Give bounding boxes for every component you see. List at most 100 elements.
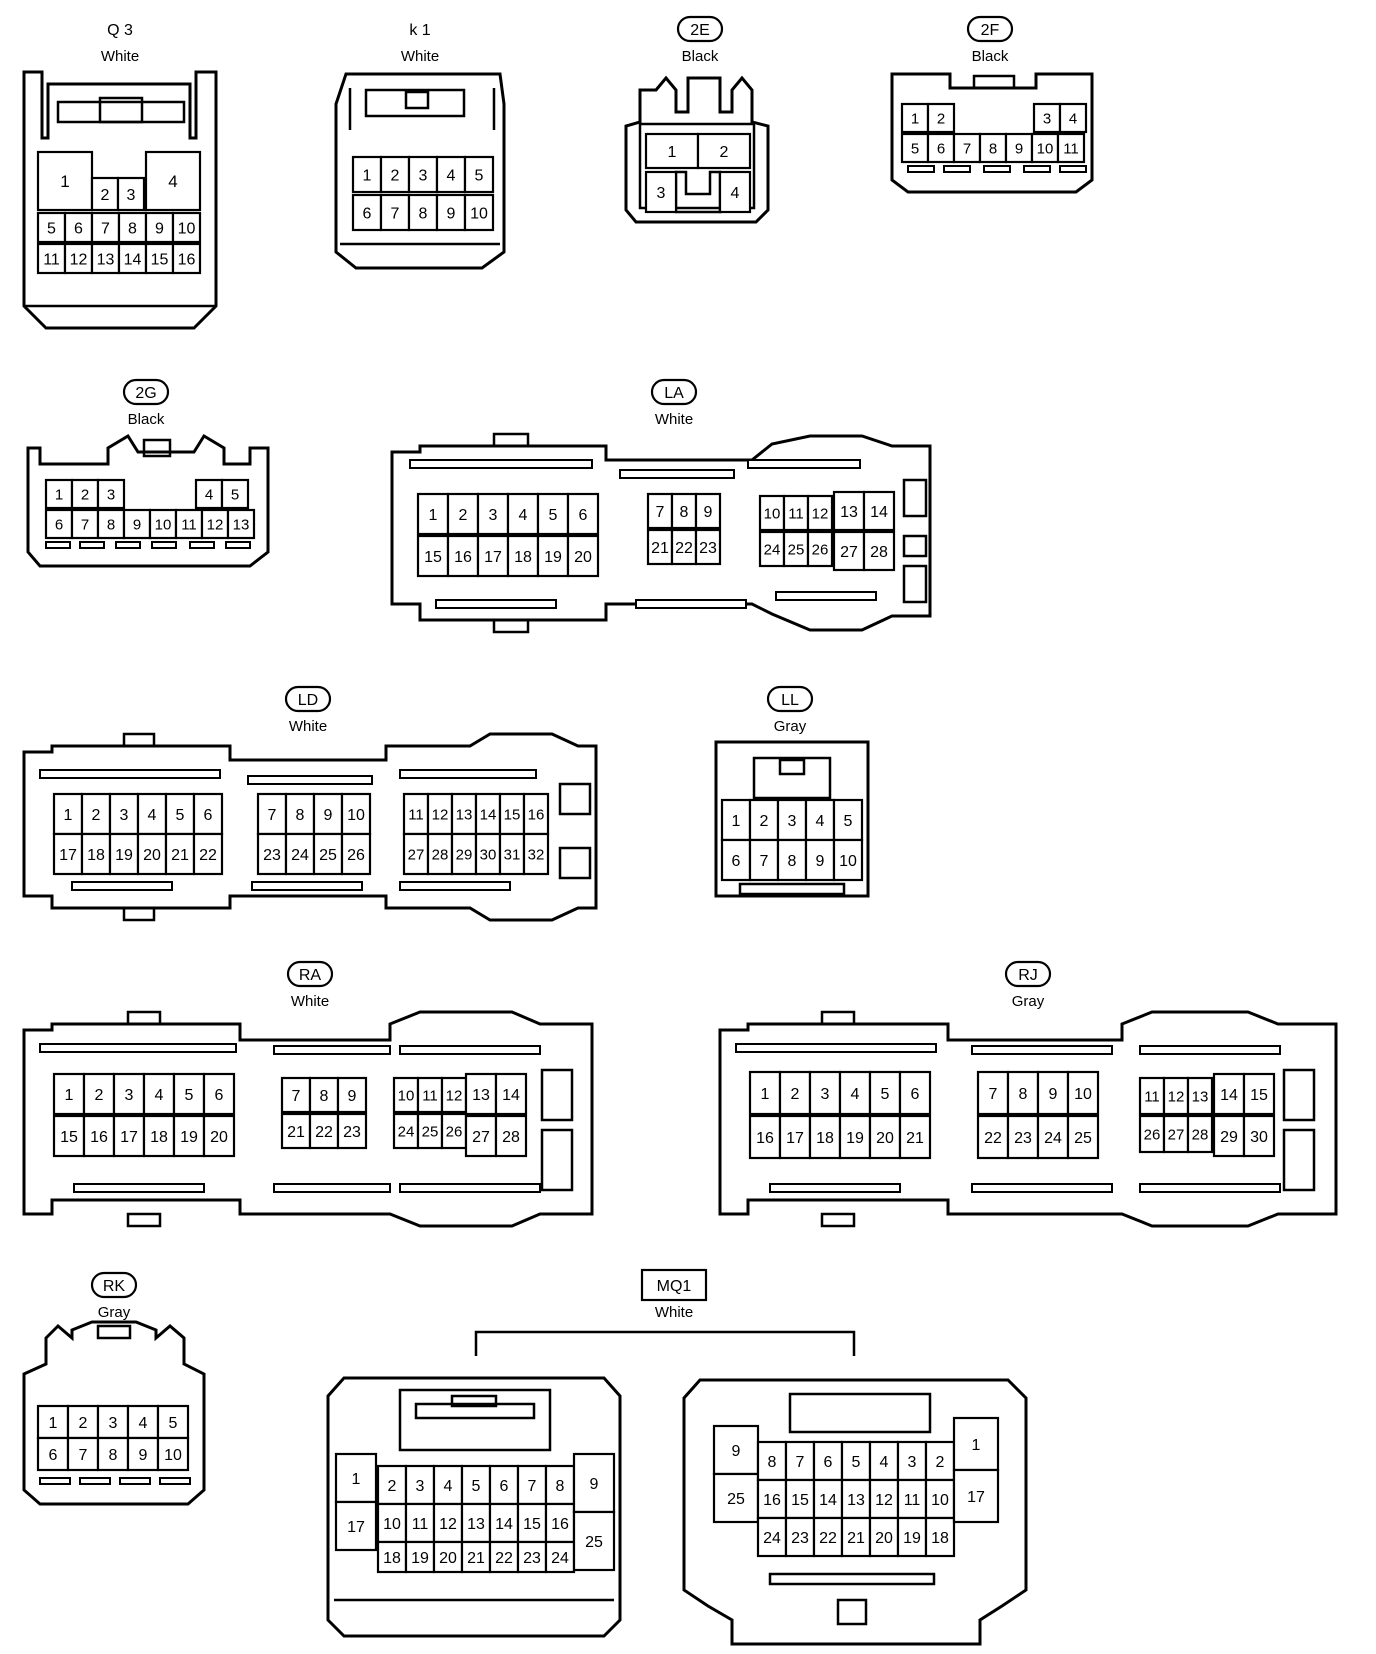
pin-number-mq1: 13 [847,1492,865,1509]
housing-part [1023,165,1051,173]
housing-part [638,122,756,210]
connector-code-ld: LD [298,692,318,709]
pin-number-ld: 7 [268,807,277,824]
pin-cell-2f-11 [1056,132,1086,164]
pin-cell-k-1-7 [379,193,411,232]
connector-color-ra: White [291,993,329,1010]
pin-number-rj: 26 [1144,1126,1161,1143]
pin-number-ra: 14 [502,1087,520,1104]
housing-part [971,1045,1113,1055]
pin-cell-ra-18 [142,1114,176,1158]
pin-number-rj: 1 [761,1086,770,1103]
housing-part [273,1183,391,1193]
pin-number-rj: 30 [1250,1129,1268,1146]
pin-number-la: 24 [764,541,781,558]
connector-code-2f: 2F [981,22,1000,39]
pin-cell-rj-17 [778,1114,812,1160]
pin-cell-q-3-4 [144,150,202,212]
housing-part [399,1183,541,1193]
pin-number-rj: 7 [989,1086,998,1103]
pin-number-ld: 12 [432,806,449,823]
pin-number-mq1: 14 [819,1492,837,1509]
pin-number-2g: 8 [107,516,115,533]
pin-number-q-3: 9 [155,220,164,237]
pin-number-ld: 29 [456,846,473,863]
pin-cell-ra-3 [112,1072,146,1116]
pin-cell-la-18 [506,534,540,578]
housing-part [907,165,935,173]
pin-number-la: 19 [544,549,562,566]
pin-number-mq1: 21 [467,1550,485,1567]
pin-number-mq1: 8 [556,1478,565,1495]
pin-number-mq1: 13 [467,1516,485,1533]
pin-cell-ld-16 [522,792,550,836]
housing-part [73,1183,205,1193]
pin-number-q-3: 2 [101,187,110,204]
pin-cell-la-2 [446,492,480,536]
pin-cell-ra-14 [494,1072,528,1116]
pin-number-2g: 3 [107,486,115,503]
pin-cell-k-1-5 [463,155,495,194]
pin-number-mq1: 1 [352,1471,361,1488]
pin-cell-rj-25 [1066,1114,1100,1160]
pin-number-ld: 15 [504,806,521,823]
housing-part [364,88,466,118]
pin-number-ld: 4 [148,807,157,824]
pin-number-ld: 20 [143,847,161,864]
housing-part [126,1010,162,1026]
housing-part [79,541,105,549]
pin-number-mq1: 15 [791,1492,809,1509]
pin-number-rk: 2 [79,1415,88,1432]
pin-number-k-1: 3 [419,167,428,184]
pin-number-rk: 7 [79,1447,88,1464]
pin-cell-ld-17 [52,832,84,876]
housing-part [119,1477,151,1485]
housing-part [778,758,806,776]
pin-number-q-3: 10 [178,220,196,237]
housing-part [142,438,172,458]
pin-number-rj: 21 [906,1130,924,1147]
pin-cell-2f-7 [952,132,982,164]
pin-number-ll: 2 [760,813,769,830]
housing-part [98,96,144,124]
pin-number-mq1: 11 [904,1492,921,1509]
pin-number-mq1: 17 [347,1519,365,1536]
pin-cell-ra-16 [82,1114,116,1158]
pin-number-q-3: 14 [124,251,142,268]
pin-cell-q-3-14 [117,242,148,275]
pin-cell-mq1-9 [572,1452,616,1514]
pin-cell-ll-9 [804,838,836,882]
connector-code-badge [284,685,332,713]
housing-part [409,459,593,469]
housing-part [189,541,215,549]
housing-part [902,564,928,604]
housing-part [1139,1045,1281,1055]
housing-part [399,1045,541,1055]
pin-number-2f: 6 [937,140,945,157]
pin-number-la: 9 [704,504,713,521]
pin-cell-ld-3 [108,792,140,836]
pin-number-ld: 2 [92,807,101,824]
pin-number-ra: 19 [180,1129,198,1146]
pin-number-k-1: 8 [419,205,428,222]
pin-cell-k-1-6 [351,193,383,232]
pin-number-mq1: 25 [585,1534,603,1551]
pin-number-2f: 2 [937,110,945,127]
pin-number-ra: 2 [95,1087,104,1104]
pin-number-rj: 15 [1250,1087,1268,1104]
pin-cell-2f-9 [1004,132,1034,164]
housing-part [902,534,928,558]
pin-number-ll: 3 [788,813,797,830]
housing-outline [788,1392,932,1434]
pin-cell-rk-1 [36,1404,70,1440]
pin-cell-rj-13 [1186,1076,1214,1116]
pin-cell-ra-20 [202,1114,236,1158]
pin-number-q-3: 6 [74,220,83,237]
pin-number-la: 13 [840,504,858,521]
housing-part [39,769,221,779]
pin-number-ra: 7 [292,1088,301,1105]
housing-part [225,541,251,549]
pin-number-2g: 6 [55,516,63,533]
pin-cell-ld-15 [498,792,526,836]
